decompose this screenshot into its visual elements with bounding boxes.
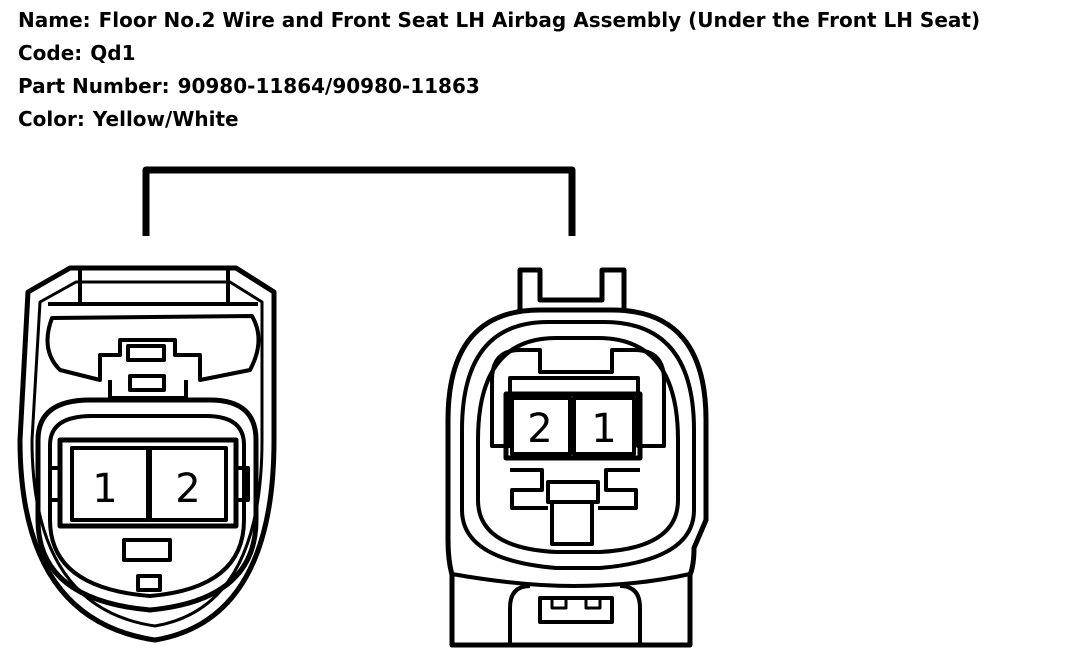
color-label: Color: bbox=[18, 107, 85, 131]
left-connector: 1 2 bbox=[17, 265, 277, 643]
left-lock-dome bbox=[45, 314, 261, 382]
right-latch bbox=[517, 267, 627, 310]
color-row: Color: Yellow/White bbox=[18, 103, 980, 136]
right-pin-frame bbox=[503, 391, 643, 461]
left-pin-1-cell bbox=[70, 446, 150, 522]
left-connector-housing bbox=[17, 265, 277, 643]
left-cavity bbox=[35, 397, 259, 613]
part-number-label: Part Number: bbox=[18, 74, 170, 98]
right-key bbox=[546, 480, 600, 504]
color-value: Yellow/White bbox=[92, 107, 239, 131]
right-pin-1-label: 1 bbox=[591, 406, 616, 452]
right-pin-1-cell bbox=[572, 396, 636, 456]
name-value: Floor No.2 Wire and Front Seat LH Airbag… bbox=[98, 8, 981, 32]
right-connector-housing bbox=[445, 307, 709, 648]
name-row: Name: Floor No.2 Wire and Front Seat LH A… bbox=[18, 4, 980, 37]
right-cavity bbox=[476, 336, 680, 554]
right-bottom-tab bbox=[538, 596, 614, 624]
code-value: Qd1 bbox=[90, 41, 136, 65]
right-key-post bbox=[550, 500, 594, 546]
left-lock-tab bbox=[128, 374, 166, 392]
right-pin-2-label: 2 bbox=[527, 406, 552, 452]
part-number-row: Part Number: 90980-11864/90980-11863 bbox=[18, 70, 980, 103]
left-connector-housing-inner bbox=[30, 280, 264, 628]
wire-link bbox=[142, 166, 576, 236]
code-label: Code: bbox=[18, 41, 83, 65]
code-row: Code: Qd1 bbox=[18, 37, 980, 70]
name-label: Name: bbox=[18, 8, 91, 32]
part-number-value: 90980-11864/90980-11863 bbox=[177, 74, 480, 98]
left-key bbox=[122, 538, 172, 562]
left-pin-2-label: 2 bbox=[175, 466, 200, 512]
right-connector: 2 1 bbox=[445, 267, 709, 648]
connector-info-block: Name: Floor No.2 Wire and Front Seat LH A… bbox=[18, 4, 980, 136]
left-pin-2-cell bbox=[148, 446, 228, 522]
left-bottom-notch bbox=[136, 574, 162, 592]
left-pin-1-label: 1 bbox=[92, 466, 117, 512]
right-pin-2-cell bbox=[510, 396, 572, 456]
